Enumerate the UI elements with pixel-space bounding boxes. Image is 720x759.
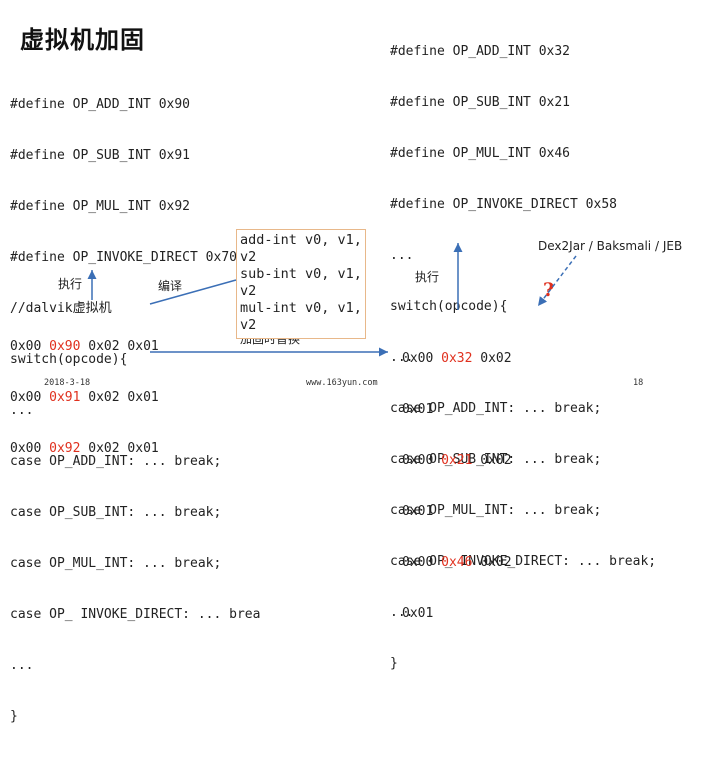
bytecode-line: 0x00 0x91 0x02 0x01: [10, 389, 159, 406]
opcode-highlight: 0x91: [49, 390, 81, 405]
smali-popup: add-int v0, v1, v2 sub-int v0, v1, v2 mu…: [236, 229, 366, 339]
opcode-highlight: 0x90: [49, 339, 81, 354]
smali-line: v2: [240, 249, 257, 265]
bytecode-line: 0x01: [402, 503, 512, 520]
hex-bytes: 0x02: [472, 555, 512, 570]
bytecode-line: 0x00 0x92 0x02 0x01: [10, 440, 159, 457]
slide: 虚拟机加固 #define OP_ADD_INT 0x90 #define OP…: [10, 26, 683, 724]
smali-line: v2: [240, 283, 257, 299]
code-line: ...: [10, 403, 34, 418]
code-line: ...: [390, 248, 414, 263]
footer-url: www.163yun.com: [306, 378, 378, 388]
code-line: }: [10, 709, 18, 724]
code-line: case OP_ INVOKE_DIRECT: ... brea: [10, 607, 261, 622]
code-line: #define OP_ADD_INT 0x90: [10, 97, 191, 112]
hex-bytes: 0x01: [402, 402, 434, 417]
hex-bytes: 0x00: [10, 441, 50, 456]
footer-date: 2018-3-18: [44, 378, 91, 388]
footer-page: 18: [633, 378, 644, 388]
hex-bytes: 0x00: [10, 339, 50, 354]
smali-line: v2: [240, 317, 257, 333]
opcode-highlight: 0x46: [441, 555, 473, 570]
code-line: #define OP_INVOKE_DIRECT 0x58: [390, 197, 617, 212]
hex-bytes: 0x00: [10, 390, 50, 405]
code-line: #define OP_SUB_INT 0x21: [390, 95, 571, 110]
execute-label-left: 执行: [58, 277, 83, 291]
slide-title: 虚拟机加固: [20, 26, 145, 54]
code-line: ...: [10, 658, 34, 673]
bytecode-line: 0x01: [402, 401, 512, 418]
bytecode-line: 0x00 0x46 0x02: [402, 554, 512, 571]
code-line: #define OP_INVOKE_DIRECT 0x70: [10, 250, 237, 265]
code-line: case OP_ADD_INT: ... break;: [390, 401, 602, 416]
opcode-highlight: 0x32: [441, 351, 473, 366]
hex-bytes: 0x02 0x01: [80, 441, 159, 456]
hex-bytes: 0x02 0x01: [80, 390, 159, 405]
question-mark: ?: [543, 279, 555, 301]
code-line: #define OP_SUB_INT 0x91: [10, 148, 191, 163]
hex-bytes: 0x01: [402, 606, 434, 621]
code-line: case OP_SUB_INT: ... break;: [10, 505, 222, 520]
code-line: #define OP_ADD_INT 0x32: [390, 44, 571, 59]
code-line: switch(opcode){: [10, 352, 128, 367]
hex-bytes: 0x02: [472, 453, 512, 468]
code-line: case OP_MUL_INT: ... break;: [10, 556, 222, 571]
code-line: #define OP_MUL_INT 0x92: [10, 199, 191, 214]
hex-bytes: 0x00: [402, 351, 442, 366]
compile-label: 编译: [158, 279, 183, 293]
arrows-layer: [87, 243, 577, 357]
opcode-highlight: 0x92: [49, 441, 81, 456]
hex-bytes: 0x02 0x01: [80, 339, 159, 354]
hex-bytes: 0x00: [402, 555, 442, 570]
bytecode-line: 0x00 0x21 0x02: [402, 452, 512, 469]
code-line: #define OP_MUL_INT 0x46: [390, 146, 571, 161]
bytecode-line: 0x01: [402, 605, 512, 622]
compile-arrow: [149, 279, 237, 305]
code-line: switch(opcode){: [390, 299, 508, 314]
opcode-highlight: 0x21: [441, 453, 473, 468]
tools-arrow: [537, 255, 577, 307]
smali-line: mul-int v0, v1,: [240, 300, 362, 316]
smali-line: add-int v0, v1,: [240, 232, 362, 248]
hex-bytes: 0x00: [402, 453, 442, 468]
hex-bytes: 0x01: [402, 504, 434, 519]
bytecode-line: 0x00 0x90 0x02 0x01: [10, 338, 159, 355]
bytecode-line: 0x00 0x32 0x02: [402, 350, 512, 367]
code-line: ...: [390, 350, 414, 365]
code-line: //dalvik虚拟机: [10, 301, 112, 316]
code-line: }: [390, 656, 398, 671]
decompiler-tools-label: Dex2Jar / Baksmali / JEB: [538, 239, 683, 253]
execute-label-right: 执行: [415, 270, 440, 284]
hex-bytes: 0x02: [472, 351, 512, 366]
smali-line: sub-int v0, v1,: [240, 266, 362, 282]
